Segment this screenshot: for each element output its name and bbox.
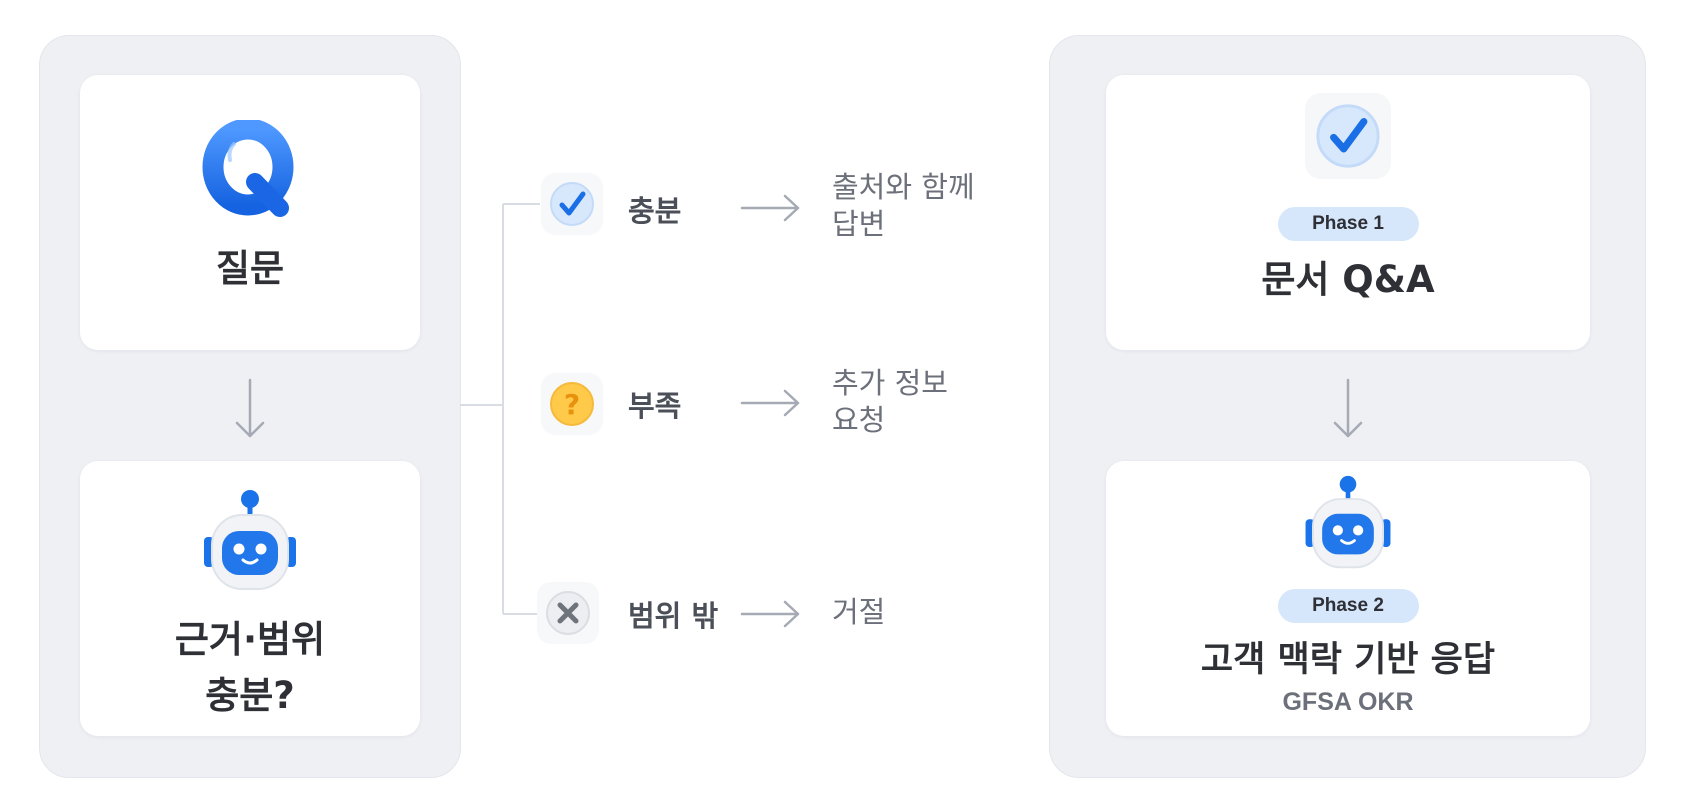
- branch-3-label: 범위 밖: [628, 599, 719, 633]
- down-arrow-icon: [234, 378, 266, 440]
- svg-text:?: ?: [564, 388, 580, 421]
- right-arrow-icon: [740, 193, 802, 223]
- phase1-icon-tile: [1305, 93, 1391, 179]
- q-icon: [200, 120, 300, 220]
- phase1-card: Phase 1 문서 Q&A: [1106, 75, 1590, 350]
- branch-2-label: 부족: [628, 389, 682, 423]
- phase1-title: 문서 Q&A: [1261, 258, 1435, 301]
- branch-2-badge: ?: [541, 373, 603, 435]
- phase1-pill: Phase 1: [1277, 207, 1419, 241]
- branch-1-label: 충분: [628, 194, 682, 228]
- branch-1-badge: [541, 173, 603, 235]
- check-icon: [549, 181, 595, 227]
- check-icon: [1315, 103, 1381, 169]
- question-label: 질문: [215, 247, 285, 290]
- check-card: 근거·범위 충분?: [80, 461, 420, 736]
- check-label-line2: 충분?: [205, 674, 295, 717]
- phase2-subtitle: GFSA OKR: [1282, 688, 1414, 716]
- check-label-line1: 근거·범위: [174, 618, 326, 661]
- phase2-pill: Phase 2: [1277, 589, 1419, 623]
- x-icon: [545, 590, 591, 636]
- right-arrow-icon: [740, 388, 802, 418]
- right-arrow-icon: [740, 599, 802, 629]
- robot-icon: [1303, 475, 1393, 571]
- phase2-card: Phase 2 고객 맥락 기반 응답 GFSA OKR: [1106, 461, 1590, 736]
- robot-icon: [202, 489, 298, 593]
- branch-1-result: 출처와 함께 답변: [832, 170, 975, 241]
- branch-3-result: 거절: [832, 595, 886, 629]
- branch-2-result: 추가 정보 요청: [832, 366, 948, 437]
- branch-connectors: [460, 203, 540, 615]
- question-card: 질문: [80, 75, 420, 350]
- branch-3-badge: [537, 582, 599, 644]
- question-icon: ?: [549, 381, 595, 427]
- down-arrow-icon: [1332, 378, 1364, 440]
- phase2-title: 고객 맥락 기반 응답: [1200, 640, 1496, 680]
